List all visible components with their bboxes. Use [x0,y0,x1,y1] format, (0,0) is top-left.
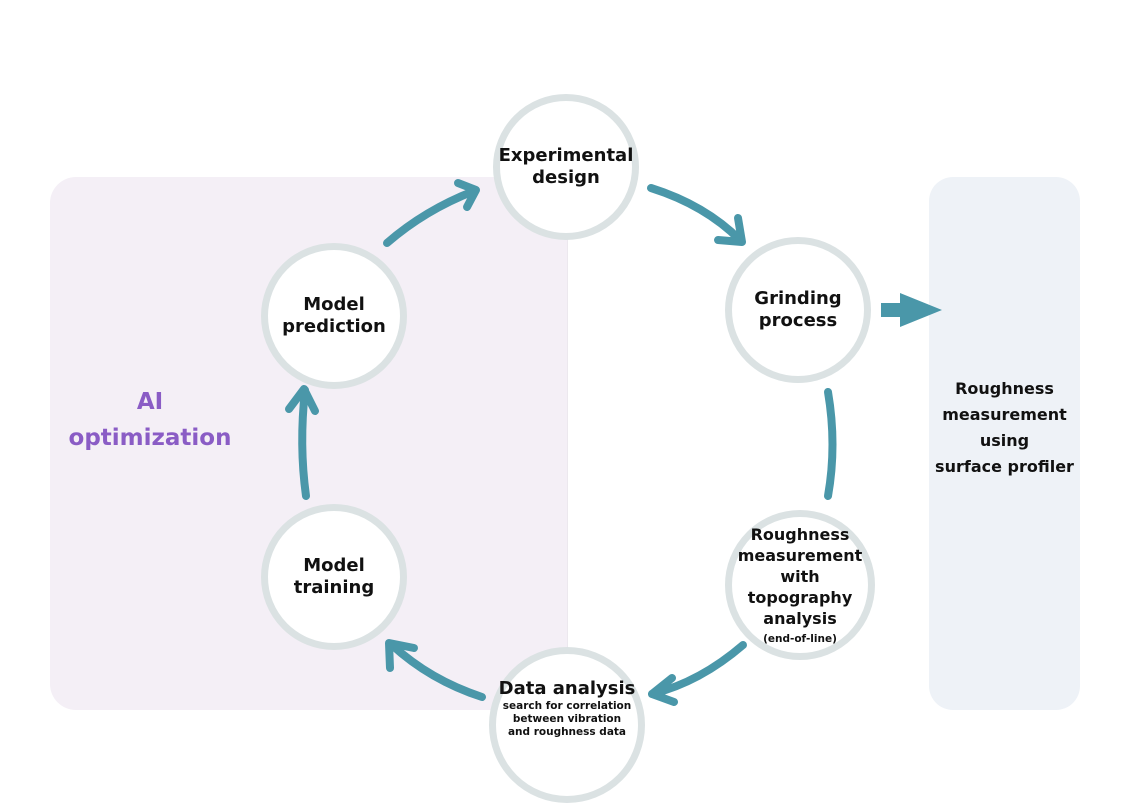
arrowhead-roughness-to-data-icon [648,674,678,706]
ai-label-line2: optimization [68,425,232,451]
node-subtitle: between vibration [512,713,622,725]
node-subtitle: and roughness data [507,726,627,738]
profiler-label-line2: measurement [942,405,1067,424]
profiler-label-line1: Roughness [955,379,1054,398]
arrowhead-data-to-training-icon [385,639,418,672]
node-subtitle: search for correlation [502,700,632,712]
node-title: Experimental [498,145,634,166]
node-title: Data analysis [498,678,636,699]
ai-label-line1: AI [136,389,164,415]
node-model-training: Model training [261,504,407,650]
edge-grinding-to-roughness [824,388,837,500]
edge-roughness-to-data [648,641,747,698]
arrowhead-experimental-to-grinding-icon [714,214,746,246]
node-model-prediction: Model prediction [261,243,407,389]
node-title: training [293,577,375,598]
node-title: Model [303,555,365,576]
node-title: Grinding [754,288,842,309]
node-title: measurement [737,546,863,565]
arrowhead-prediction-to-experimental-icon [454,179,480,211]
panel-divider [567,177,568,710]
node-title: process [758,310,838,331]
arrowhead-training-to-prediction-icon [285,385,319,415]
edge-training-to-prediction [298,386,310,500]
profiler-label-line4: surface profiler [935,457,1074,476]
node-experimental-design: Experimental design [493,94,639,240]
node-title: Model [303,294,365,315]
edge-experimental-to-grinding [647,184,744,244]
edge-grinding-to-profiler [881,293,942,327]
node-title: with topography [747,567,853,607]
node-roughness-topography: Roughness measurement with topography an… [725,510,875,660]
edge-prediction-to-experimental [383,187,478,247]
node-title: prediction [282,316,386,337]
block-arrow-head-icon [900,293,942,327]
node-note: (end-of-line) [763,633,837,645]
surface-profiler-panel [929,177,1080,710]
node-title: analysis [763,609,837,628]
node-title: design [532,167,600,188]
block-arrow-shaft [881,303,901,317]
profiler-label-line3: using [979,431,1030,450]
ai-optimization-label: AI optimization [60,384,240,456]
surface-profiler-label: Roughness measurement using surface prof… [929,376,1080,480]
node-grinding-process: Grinding process [725,237,871,383]
node-title: Roughness [750,525,850,544]
node-data-analysis: Data analysis search for correlation bet… [489,647,645,803]
edge-data-to-training [388,641,486,701]
